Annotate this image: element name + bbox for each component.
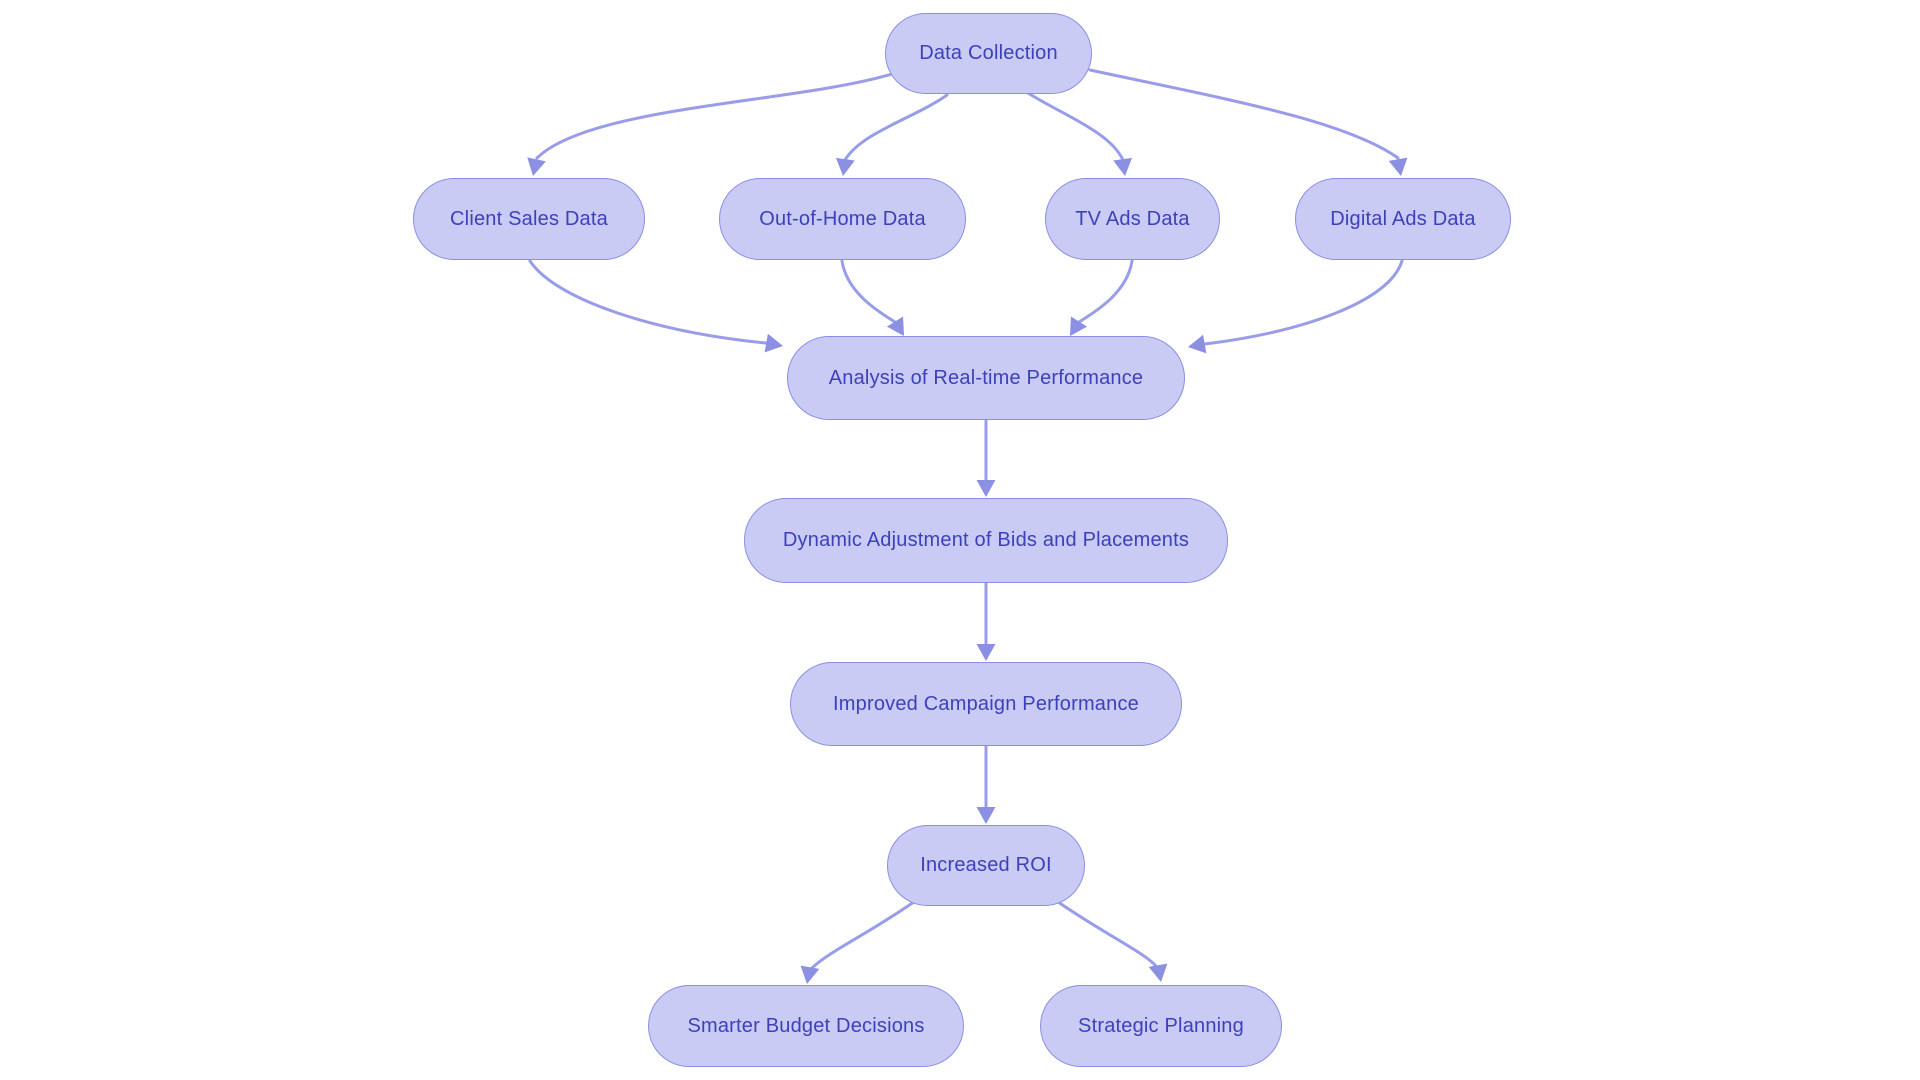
node-tv-ads-data: TV Ads Data (1045, 178, 1220, 260)
node-out-of-home-data: Out-of-Home Data (719, 178, 966, 260)
node-label: Smarter Budget Decisions (687, 1014, 925, 1037)
node-label: Increased ROI (920, 854, 1052, 876)
edge-client-sales-data-to-analysis (528, 259, 783, 353)
edge-tv-ads-data-to-analysis (1070, 259, 1134, 336)
arrowhead-icon (1188, 334, 1207, 354)
edge-data-collection-to-tv-ads-data (1026, 91, 1133, 176)
node-label: Data Collection (919, 42, 1058, 64)
edge-increased-roi-to-strategic-planning (1049, 895, 1168, 982)
node-label: Strategic Planning (1078, 1014, 1244, 1037)
arrowhead-icon (527, 157, 546, 176)
node-label: Digital Ads Data (1330, 207, 1476, 230)
node-label: Out-of-Home Data (759, 207, 926, 230)
edge-out-of-home-data-to-analysis (840, 259, 904, 336)
node-label: Improved Campaign Performance (833, 692, 1139, 715)
edge-improved-performance-to-increased-roi (976, 744, 996, 824)
edge-increased-roi-to-smarter-budget (800, 895, 923, 984)
arrowhead-icon (800, 965, 820, 984)
node-label: Client Sales Data (450, 207, 608, 230)
node-increased-roi: Increased ROI (887, 825, 1085, 906)
node-label: Analysis of Real-time Performance (828, 366, 1144, 389)
edge-analysis-to-dynamic-adjustment (976, 418, 996, 497)
node-label: Dynamic Adjustment of Bids and Placement… (782, 529, 1190, 551)
node-analysis-of-real-time-performance: Analysis of Real-time Performance (787, 336, 1185, 420)
arrowhead-icon (764, 333, 783, 353)
arrowhead-icon (976, 480, 996, 497)
arrowhead-icon (976, 807, 996, 824)
node-digital-ads-data: Digital Ads Data (1295, 178, 1511, 260)
node-smarter-budget-decisions: Smarter Budget Decisions (648, 985, 964, 1067)
arrowhead-icon (1113, 157, 1133, 176)
node-strategic-planning: Strategic Planning (1040, 985, 1282, 1067)
arrowhead-icon (1388, 157, 1408, 176)
node-improved-campaign-performance: Improved Campaign Performance (790, 662, 1182, 746)
edge-digital-ads-data-to-analysis (1188, 259, 1404, 354)
node-label: TV Ads Data (1075, 207, 1190, 230)
arrowhead-icon (835, 157, 855, 176)
edge-data-collection-to-digital-ads-data (1088, 68, 1408, 176)
node-client-sales-data: Client Sales Data (413, 178, 645, 260)
edge-dynamic-adjustment-to-improved-performance (976, 581, 996, 661)
edge-data-collection-to-out-of-home-data (835, 93, 949, 176)
edge-data-collection-to-client-sales-data (527, 72, 894, 176)
arrowhead-icon (1148, 963, 1168, 982)
node-dynamic-adjustment-of-bids-and-placements: Dynamic Adjustment of Bids and Placement… (744, 498, 1228, 583)
arrowhead-icon (976, 644, 996, 661)
node-data-collection: Data Collection (885, 13, 1092, 94)
